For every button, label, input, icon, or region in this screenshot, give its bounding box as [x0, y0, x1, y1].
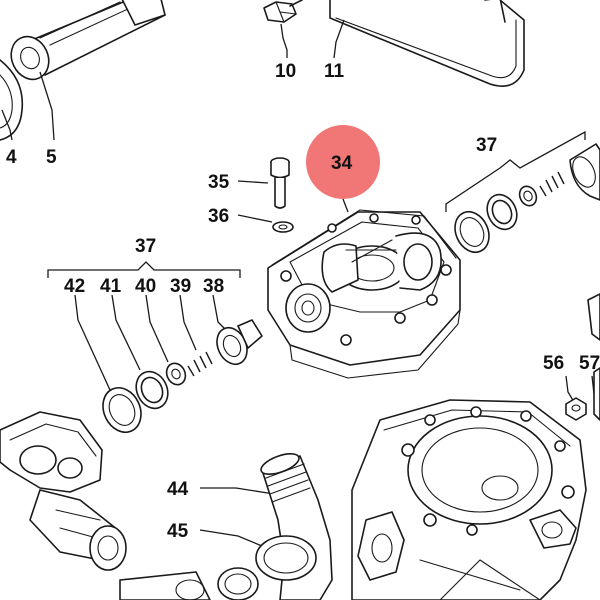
bolt-part-10 [263, 0, 303, 23]
leader-41 [111, 294, 141, 371]
callout-37-left: 37 [135, 236, 156, 257]
callout-57: 57 [579, 353, 600, 374]
pump-head-part-34 [267, 209, 461, 379]
callout-36: 36 [208, 206, 229, 227]
shaft-part-5 [10, 0, 166, 81]
nut-part-56 [565, 397, 587, 421]
leader-38 [212, 294, 227, 331]
callout-11: 11 [324, 61, 345, 82]
callout-38: 38 [203, 276, 224, 297]
leader-40 [145, 294, 169, 363]
callout-37-right: 37 [476, 135, 497, 156]
bracket-37-right [445, 130, 586, 212]
leader-4 [1, 109, 13, 141]
highlight-circle-34 [306, 125, 380, 199]
callout-10: 10 [275, 61, 296, 82]
leader-11 [333, 19, 345, 59]
leader-34 [342, 198, 349, 213]
callout-44: 44 [167, 479, 189, 500]
callout-4: 4 [6, 147, 17, 168]
valve-assembly-right-37 [454, 143, 600, 253]
callout-39: 39 [170, 276, 191, 297]
callout-56: 56 [543, 353, 564, 374]
callout-45: 45 [167, 521, 189, 542]
leader-5 [39, 71, 55, 141]
bracket-part-11 [329, 0, 525, 87]
leader-45 [199, 529, 263, 547]
washer-part-36 [272, 221, 294, 233]
callout-34: 34 [331, 153, 353, 174]
leader-56 [565, 375, 575, 403]
leader-44 [200, 487, 275, 495]
coupling-part-left [0, 411, 211, 600]
bracket-37-left [47, 261, 241, 278]
callout-5: 5 [46, 147, 57, 168]
callout-35: 35 [208, 172, 230, 193]
pump-body-part [351, 399, 587, 600]
valve-assembly-left-37 [102, 319, 263, 433]
callout-42: 42 [64, 276, 85, 297]
screw-part-35 [270, 157, 290, 209]
leader-10 [280, 23, 288, 58]
leader-39 [179, 294, 197, 351]
clamp-ring-part-45 [217, 535, 317, 600]
leader-42 [74, 294, 111, 391]
callout-40: 40 [135, 276, 156, 297]
leader-35 [237, 180, 269, 184]
leader-36 [237, 214, 273, 223]
part-57-partial [587, 293, 600, 421]
callout-41: 41 [100, 276, 122, 297]
